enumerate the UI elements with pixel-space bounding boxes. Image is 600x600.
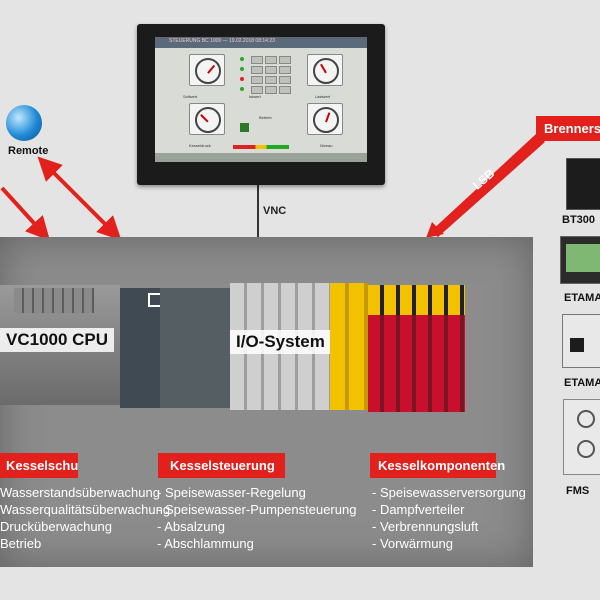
hmi-bottom-label: Niveau bbox=[320, 143, 333, 148]
hmi-gauge bbox=[307, 103, 343, 135]
device-label: ETAMA bbox=[564, 292, 600, 304]
red-module-tops bbox=[368, 285, 465, 315]
hmi-footer-bar bbox=[155, 153, 367, 162]
list-item: Wasserqualitätsüberwachung bbox=[0, 502, 171, 517]
list-item: - Abschlammung bbox=[157, 536, 254, 551]
device-label: FMS bbox=[566, 485, 590, 497]
list-item: - Vorwärmung bbox=[372, 536, 453, 551]
hmi-gauge bbox=[189, 54, 225, 86]
list-item: Wasserstandsüberwachung bbox=[0, 485, 160, 500]
device-etama-display bbox=[570, 338, 584, 352]
hmi-title: STEUERUNG BC 1000 — 19.02.2018 08:14:23 bbox=[169, 38, 275, 44]
lsb-arrow-head bbox=[426, 222, 444, 238]
remote-arrow-right bbox=[37, 156, 122, 241]
hmi-titlebar bbox=[155, 37, 367, 48]
hmi-button[interactable] bbox=[265, 66, 277, 74]
hmi-button[interactable] bbox=[279, 86, 291, 94]
device-etama-2 bbox=[562, 314, 600, 368]
group-heading-kesselsteuerung: Kesselsteuerung bbox=[158, 453, 285, 478]
list-item: Betrieb bbox=[0, 536, 42, 551]
status-indicator bbox=[240, 123, 249, 132]
group-list-kesselsteuerung: - Speisewasser-Regelung - Speisewasser-P… bbox=[157, 484, 356, 552]
io-label: I/O-System bbox=[230, 330, 331, 354]
safety-io-module bbox=[330, 283, 368, 410]
list-item: - Verbrennungsluft bbox=[372, 519, 479, 534]
list-item: - Absalzung bbox=[157, 519, 225, 534]
gauge-icon bbox=[577, 410, 595, 428]
cpu-label: VC1000 CPU bbox=[0, 328, 115, 352]
remote-arrow-left bbox=[0, 186, 51, 241]
hmi-button[interactable] bbox=[265, 76, 277, 84]
group-list-kesselschutz: Wasserstandsüberwachung Wasserqualitätsü… bbox=[0, 484, 170, 552]
status-led bbox=[240, 77, 244, 81]
status-led bbox=[240, 87, 244, 91]
hmi-button[interactable] bbox=[265, 86, 277, 94]
remote-label: Remote bbox=[8, 145, 49, 157]
hmi-gauge-label: Lastwert bbox=[315, 94, 331, 99]
hmi-gauge-label: Sollwert bbox=[183, 94, 198, 99]
hmi-gauge bbox=[189, 103, 225, 135]
device-label: ETAMA bbox=[564, 377, 600, 389]
hmi-gauge bbox=[307, 54, 343, 86]
hmi-gauge-label: Istwert bbox=[249, 94, 261, 99]
brennersteuerung-label: Brennersteuerung bbox=[536, 116, 600, 141]
group-list-kesselkomponenten: - Speisewasserversorgung - Dampfverteile… bbox=[372, 484, 526, 552]
lsb-arrow bbox=[430, 134, 545, 237]
vnc-label: VNC bbox=[263, 205, 287, 217]
hmi-center-label: Betrieb bbox=[259, 115, 272, 120]
list-item: - Dampfverteiler bbox=[372, 502, 465, 517]
cpu-vents bbox=[14, 288, 94, 313]
hmi-button[interactable] bbox=[279, 56, 291, 64]
device-label: BT300 bbox=[562, 214, 596, 226]
io-module bbox=[160, 288, 230, 408]
device-bt300 bbox=[566, 158, 600, 210]
hmi-screen[interactable]: STEUERUNG BC 1000 — 19.02.2018 08:14:23 … bbox=[155, 37, 367, 162]
hmi-button[interactable] bbox=[251, 76, 263, 84]
status-led bbox=[240, 67, 244, 71]
hmi-button[interactable] bbox=[279, 66, 291, 74]
hmi-button[interactable] bbox=[279, 76, 291, 84]
hmi-button[interactable] bbox=[251, 66, 263, 74]
list-item: - Speisewasserversorgung bbox=[372, 485, 526, 500]
list-item: - Speisewasser-Regelung bbox=[157, 485, 306, 500]
gauge-icon bbox=[577, 440, 595, 458]
list-item: Drucküberwachung bbox=[0, 519, 113, 534]
hmi-button[interactable] bbox=[265, 56, 277, 64]
list-item: - Speisewasser-Pumpensteuerung bbox=[157, 502, 357, 517]
group-heading-kesselkomponenten: Kesselkomponenten bbox=[370, 453, 505, 478]
hmi-button[interactable] bbox=[251, 56, 263, 64]
hmi-button[interactable] bbox=[251, 86, 263, 94]
group-heading-kesselschutz: Kesselschutz bbox=[0, 453, 78, 478]
level-bar bbox=[233, 145, 289, 149]
device-etama-display bbox=[566, 244, 600, 272]
status-led bbox=[240, 57, 244, 61]
hmi-bottom-label: Kesseldruck bbox=[189, 143, 211, 148]
globe-icon bbox=[6, 105, 42, 141]
io-head-module bbox=[120, 288, 160, 408]
